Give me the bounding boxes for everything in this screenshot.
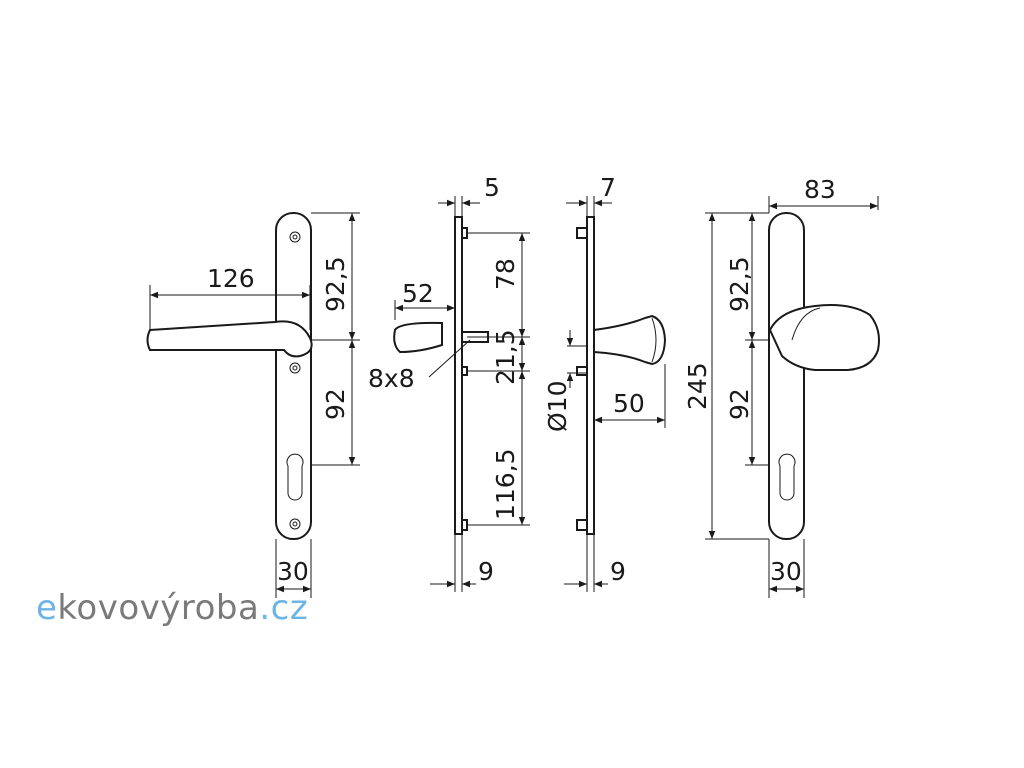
view-lever-front: 126 92,5 92 30: [146, 212, 360, 598]
lever-handle: [146, 320, 313, 358]
dim-thickness-9-left: 9: [478, 557, 494, 586]
dim-lower-92: 92: [321, 388, 350, 420]
brand-logo: ekovovýroba.cz: [36, 588, 308, 628]
dim-knob-depth-50: 50: [613, 389, 645, 418]
dim-handle-depth-52: 52: [402, 279, 434, 308]
dim-knob-width-83: 83: [804, 175, 836, 204]
screw-hole-bottom: [289, 518, 301, 530]
dim-upper-925-knob: 92,5: [725, 256, 754, 312]
backplate-side-knob: [586, 216, 595, 535]
dim-upper-925: 92,5: [321, 256, 350, 312]
screw-hole-mid: [289, 362, 301, 374]
backplate-knob: [768, 212, 805, 540]
screw-hole-top: [289, 231, 301, 243]
lever-side-profile: [393, 321, 443, 354]
dim-lever-width: 126: [207, 264, 255, 293]
dim-height-78: 78: [491, 258, 520, 290]
logo-part-cz: .cz: [259, 588, 309, 628]
dim-plate-width-30: 30: [277, 557, 309, 586]
cylinder-keyhole: [286, 453, 304, 501]
dim-offset-7: 7: [600, 173, 616, 202]
dim-hole-10: Ø10: [543, 381, 572, 433]
dim-plate-width-30-knob: 30: [770, 557, 802, 586]
knob-side-profile: [593, 314, 667, 366]
backplate-side-lever: [454, 216, 463, 535]
knob-front: [768, 304, 880, 371]
logo-part-e: e: [36, 588, 58, 628]
dim-lower-92-knob: 92: [725, 388, 754, 420]
backplate-lever: [275, 212, 312, 540]
view-knob-side: 7 Ø10 50 9: [543, 173, 667, 592]
dim-height-1165: 116,5: [491, 448, 520, 520]
dim-thickness-9-right: 9: [610, 557, 626, 586]
cylinder-keyhole-knob: [778, 453, 796, 501]
logo-part-kovovyroba: kovovýroba: [57, 588, 260, 628]
dim-spindle-8x8: 8x8: [368, 364, 415, 393]
view-lever-side: 5 52 8x8 78 21,5 116,5 9: [368, 173, 530, 592]
dim-total-245: 245: [683, 362, 712, 410]
dim-offset-5: 5: [484, 173, 500, 202]
dim-height-215: 21,5: [491, 329, 520, 385]
view-knob-front: 83 245 92,5 92 30: [683, 175, 880, 598]
